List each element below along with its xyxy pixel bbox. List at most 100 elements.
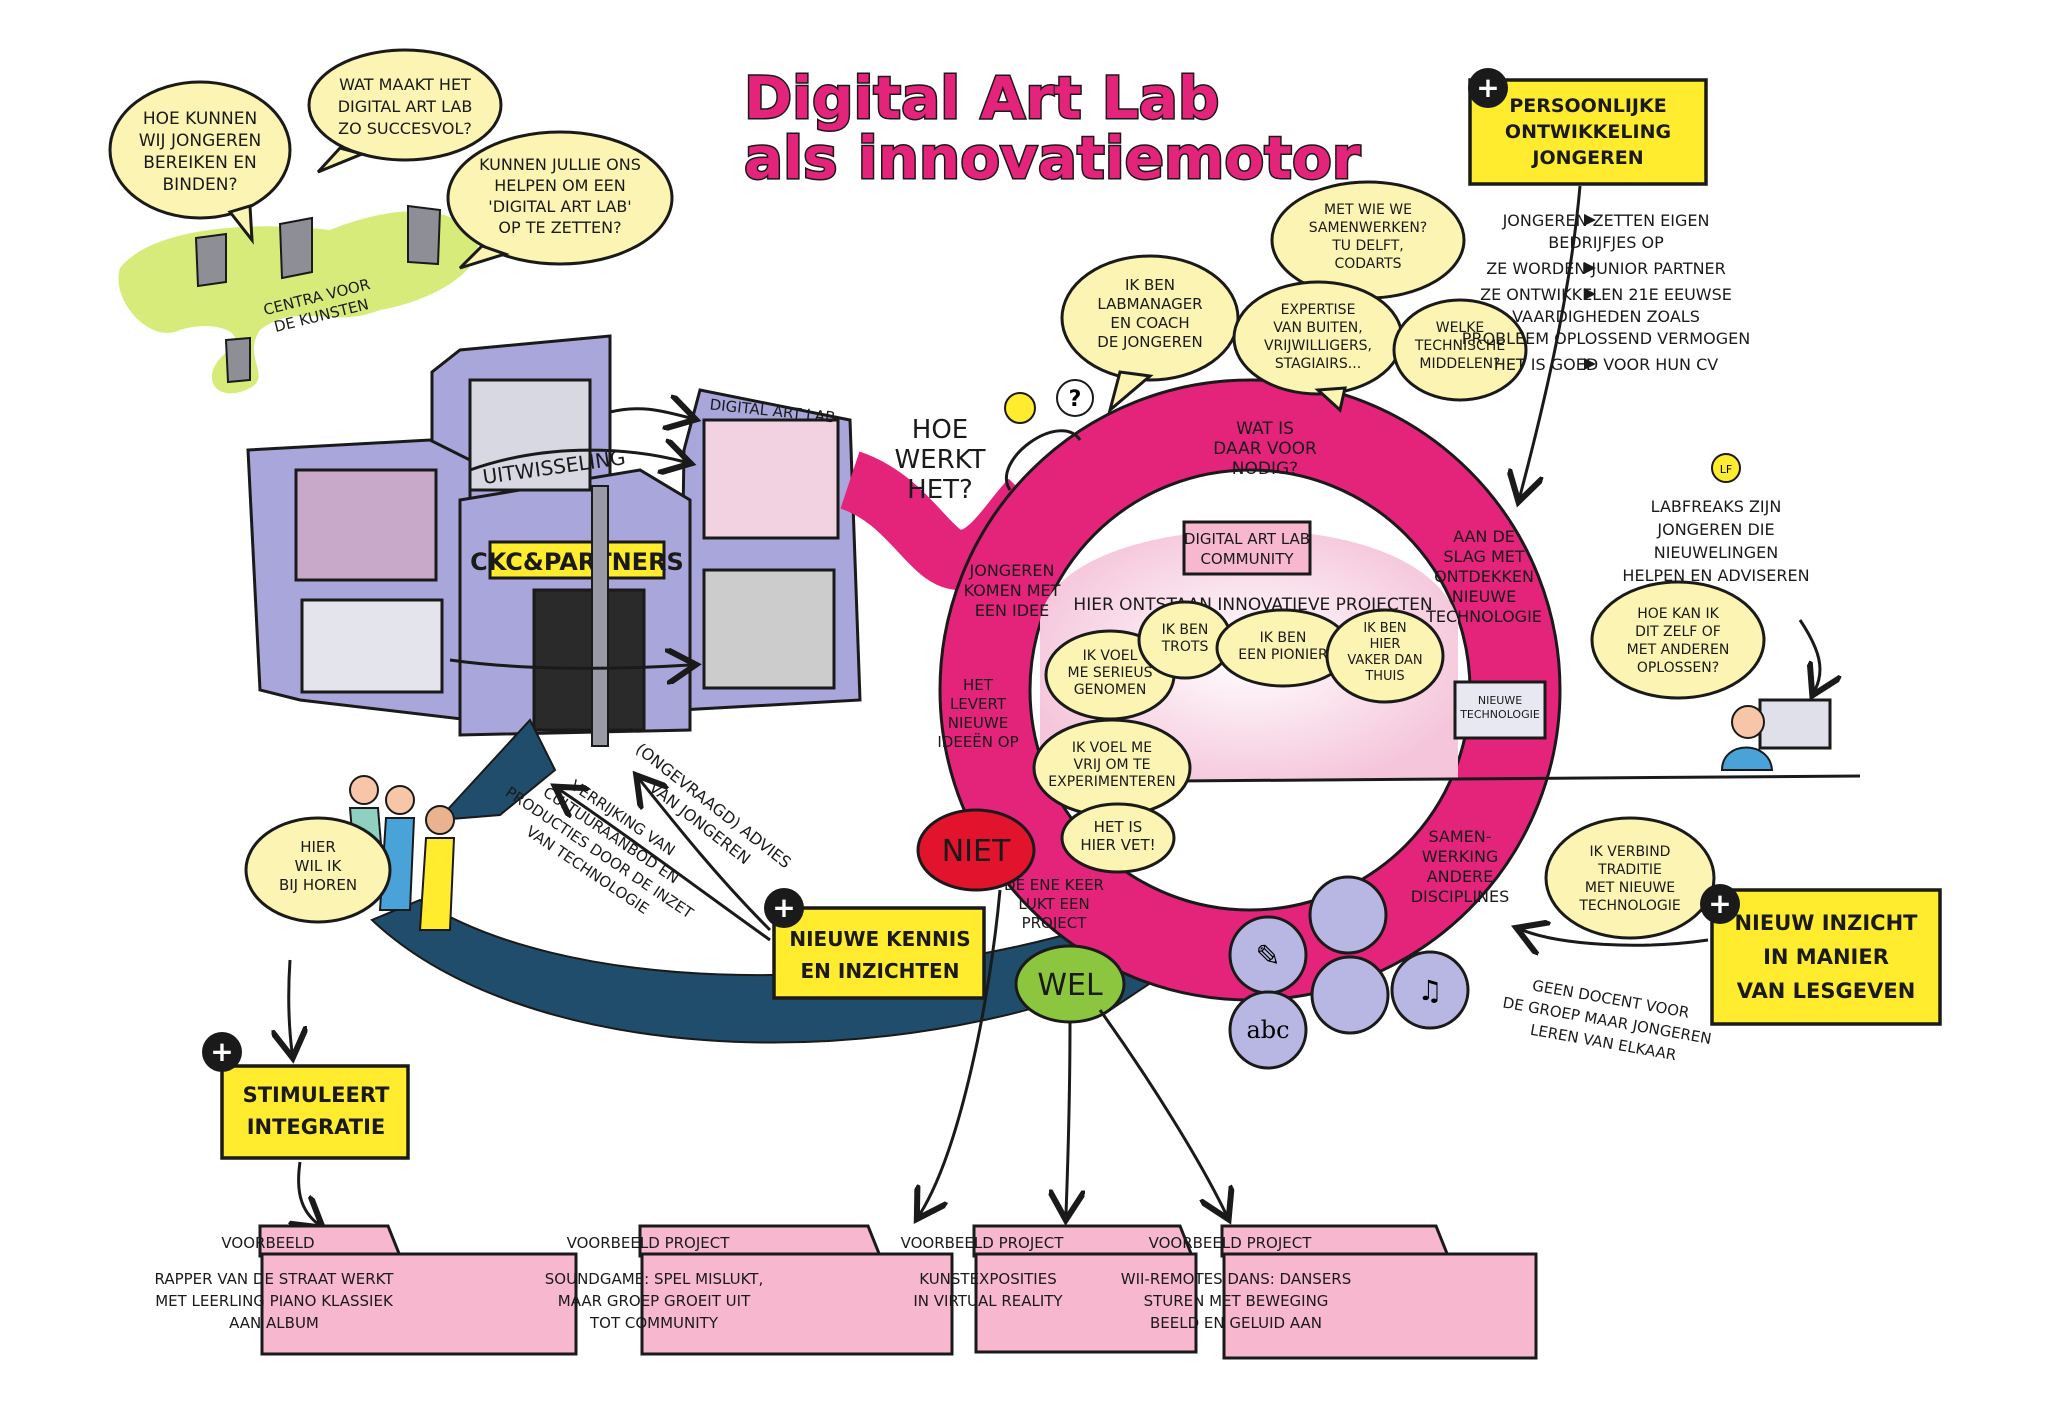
question-icon	[1056, 379, 1094, 417]
rl-keer-line: project	[1022, 914, 1088, 932]
tb1-line: Wat maakt het	[339, 75, 471, 94]
trad-line: technologie	[1578, 898, 1680, 914]
q1-line: trots	[1161, 639, 1209, 655]
example-line: Kunstexposities	[919, 1270, 1056, 1288]
bullet-triangle-icon	[1584, 214, 1596, 226]
trad-line: Ik verbind	[1590, 844, 1671, 860]
ring-label-collaboration: Samen-werkinganderedisciplines	[1411, 827, 1510, 906]
rl-slag-line: technologie	[1425, 607, 1542, 626]
quote-experiment: Ik voel mevrij om teexperimenteren	[1032, 718, 1192, 818]
screen-label-line: Nieuwe	[1478, 694, 1522, 707]
personal-bullet-line: vaardigheden zoals	[1512, 307, 1700, 326]
rl-idee-line: komen met	[964, 581, 1061, 600]
example-tab-label: Voorbeeld project	[901, 1234, 1065, 1252]
entrance-door	[532, 588, 646, 732]
tb1-line: zo succesvol?	[338, 119, 472, 138]
shoe-icon	[1308, 875, 1388, 955]
lab-window	[702, 418, 840, 540]
bubble-expertise: Expertisevan buiten,vrijwilligers,stagia…	[1232, 280, 1404, 413]
q5-line: hier vet!	[1080, 836, 1155, 854]
tb0-line: Hoe kunnen	[143, 109, 257, 129]
letters-icon	[1228, 990, 1308, 1070]
pd-box-line: Persoonlijke	[1509, 95, 1666, 117]
example-line: beeld en geluid aan	[1150, 1314, 1322, 1332]
rl-samen-line: Samen-	[1428, 827, 1491, 846]
example-line: Wii-remotes dans: dansers	[1121, 1270, 1352, 1288]
title-line-1: Digital Art Lab	[744, 64, 1219, 132]
q3-line: thuis	[1364, 669, 1404, 684]
ub3-line: technische	[1414, 338, 1505, 354]
kn-box-line: Nieuwe kennis	[789, 927, 970, 951]
lf-bubble-line: dit zelf of	[1635, 624, 1721, 640]
tb2-line: helpen om een	[494, 176, 626, 195]
q3-line: Ik ben	[1363, 621, 1406, 636]
plus-icon	[1700, 884, 1740, 924]
example-card-1: VoorbeeldRapper van de straat werktmet l…	[155, 1224, 578, 1356]
rl-slag-line: slag met	[1443, 547, 1525, 566]
rl-idee-line: Jongeren	[969, 561, 1055, 580]
example-line: aan album	[229, 1314, 319, 1332]
ub1-line: samenwerken?	[1309, 220, 1427, 236]
hear-line: bij horen	[279, 876, 357, 894]
rl-levert-line: ideeën op	[937, 732, 1018, 751]
tb2-line: Kunnen jullie ons	[479, 155, 641, 174]
hear-line: wil ik	[295, 857, 343, 875]
pd-box-line: ontwikkeling	[1505, 121, 1671, 143]
title: Digital Art Lab als innovatiemotor	[743, 63, 1363, 194]
new-teaching-insight-box: + Nieuw inzichtin maniervan lesgeven	[1522, 884, 1942, 1026]
title-line-2: als innovatiemotor	[744, 124, 1361, 192]
ub0-line: labmanager	[1097, 295, 1202, 313]
rl-levert-line: levert	[950, 695, 1007, 713]
lf-bubble-line: Hoe kan ik	[1637, 606, 1719, 622]
svg-text:+: +	[210, 1035, 233, 1068]
discipline-icons: abc ♫ ✎	[1228, 875, 1470, 1070]
person-icon	[385, 785, 415, 815]
plus-icon	[764, 888, 804, 928]
q3-line: hier	[1370, 637, 1401, 652]
theatre-window	[294, 468, 438, 582]
personal-bullet-line: probleem oplossend vermogen	[1462, 329, 1750, 348]
rl-keer-line: De ene keer	[1004, 876, 1104, 894]
ub2-line: stagiairs...	[1275, 356, 1361, 372]
q2-line: Ik ben	[1260, 630, 1307, 646]
question-bubble-success: Wat maakt hetDigital Art Labzo succesvol…	[307, 48, 503, 174]
ub3-line: Welke	[1436, 320, 1485, 336]
q0-line: me serieus	[1068, 665, 1153, 681]
kn-advice-line: (Ongevraagd) advies	[632, 739, 795, 872]
ckc-partners-building: CKC&PARTNERS UITWISSELING DIGITAL ART LA…	[246, 334, 862, 747]
q4-line: experimenteren	[1048, 774, 1175, 790]
bullet-triangle-icon	[1584, 262, 1596, 274]
rl-samen-line: werking	[1422, 847, 1499, 866]
pillar	[591, 485, 609, 747]
community-label-box	[1182, 520, 1312, 576]
example-tab-label: Voorbeeld project	[1149, 1234, 1313, 1252]
personal-bullet-line: Het is goed voor hun CV	[1494, 355, 1718, 374]
rl-nodig-line: Wat is	[1236, 419, 1294, 439]
ckc-sign-label: CKC&PARTNERS	[470, 548, 684, 576]
tb2-line: op te zetten?	[498, 218, 621, 237]
arts-centres-island: Centra voorde kunsten	[118, 204, 478, 394]
question-bubble-reach-youth: Hoe kunnenwij jongerenbereiken enbinden?	[108, 80, 292, 245]
unsolicited-advice-note: (Ongevraagd) adviesvan jongeren	[632, 739, 795, 872]
bubble-tradition: Ik verbindtraditiemet nieuwetechnologie	[1544, 816, 1716, 940]
rl-samen-line: disciplines	[1411, 887, 1510, 906]
kn-box-line: en inzichten	[801, 959, 960, 983]
lf-text-line: nieuwelingen	[1654, 543, 1779, 562]
plus-icon	[1468, 68, 1508, 108]
comm-label-line: community	[1200, 550, 1294, 568]
music-window	[468, 378, 592, 492]
ub1-line: TU Delft,	[1331, 238, 1403, 254]
pd-box-line: jongeren	[1530, 147, 1643, 169]
person-icon	[349, 775, 379, 805]
ub0-line: en coach	[1110, 314, 1189, 332]
q4-line: Ik voel me	[1072, 740, 1152, 756]
hear-line: Hier	[300, 838, 336, 856]
palette-glyph: ✎	[1255, 939, 1280, 974]
example-tab-label: Voorbeeld	[221, 1234, 314, 1252]
trad-line: traditie	[1597, 862, 1662, 878]
screen-label-line: technologie	[1459, 708, 1540, 721]
tb2-line: 'Digital Art Lab'	[488, 197, 631, 216]
ring-label-new-ideas: Hetlevertnieuweideeën op	[937, 676, 1018, 751]
ub1-line: Met wie we	[1324, 202, 1412, 218]
